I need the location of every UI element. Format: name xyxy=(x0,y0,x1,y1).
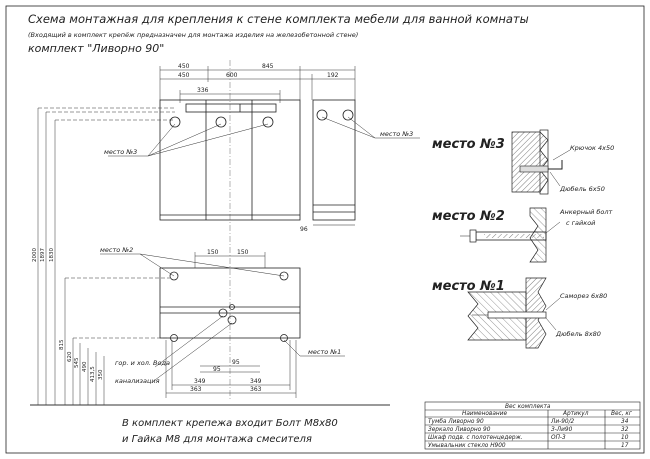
dim-96: 96 xyxy=(300,226,308,233)
detail1-drawing xyxy=(467,277,547,349)
dim-363-left: 363 xyxy=(190,386,202,393)
dim-v-815: 815 xyxy=(59,339,65,350)
dim-v-620: 620 xyxy=(67,351,73,362)
table-row-2-article: З-Ли90 xyxy=(551,427,573,433)
detail3-hook: Крючок 4x50 xyxy=(570,144,614,152)
label-place1: место №1 xyxy=(308,348,341,356)
detail2-title: место №2 xyxy=(432,209,505,224)
dim-150-left: 150 xyxy=(207,249,219,256)
table-header-article: Артикул xyxy=(562,411,589,417)
table-row-3-article: ОП-3 xyxy=(551,435,566,441)
dim-v-1897: 1897 xyxy=(40,248,46,262)
dim-95-a: 95 xyxy=(232,359,240,366)
drawing-subtitle: (Входящий в комплект крепёж предназначен… xyxy=(28,31,359,39)
dim-v-2000: 2000 xyxy=(32,248,38,262)
dim-150-right: 150 xyxy=(237,249,249,256)
detail3-drawing xyxy=(511,129,563,195)
table-row-4-weight: 17 xyxy=(621,443,629,449)
vanity-dimension-lines xyxy=(165,252,297,398)
dim-v-413-5: 413,5 xyxy=(90,366,96,382)
table-title: Вес комплекта xyxy=(505,404,551,410)
dim-v-490: 490 xyxy=(82,361,88,372)
dim-349-left: 349 xyxy=(194,378,206,385)
detail2-drawing xyxy=(460,207,547,263)
detail2-nut: с гайкой xyxy=(566,219,595,227)
dim-450-top: 450 xyxy=(178,63,190,70)
dim-95-b: 95 xyxy=(213,366,221,373)
leader-lines xyxy=(100,116,420,381)
label-place3-right: место №3 xyxy=(380,130,413,138)
table-row-2-weight: 32 xyxy=(621,427,629,433)
label-water: гор. и хол. Вода xyxy=(115,359,170,367)
table-row-1-weight: 34 xyxy=(621,419,629,425)
detail1-dowel: Дюбель 8x80 xyxy=(555,330,601,338)
table-row-3-name: Шкаф подв. с полотенцедерж. xyxy=(428,435,523,441)
dim-349-right: 349 xyxy=(250,378,262,385)
table-row-2-name: Зеркало Ливорно 90 xyxy=(428,427,491,433)
drawing-title: Схема монтажная для крепления к стене ко… xyxy=(28,12,529,26)
dim-600: 600 xyxy=(226,72,238,79)
label-place2: место №2 xyxy=(100,246,133,254)
table-row-1-article: Ли-90/2 xyxy=(550,419,575,425)
table-row-1-name: Тумба Ливорно 90 xyxy=(428,419,484,425)
weight-table-grid xyxy=(424,401,641,450)
label-place3-left: место №3 xyxy=(104,148,137,156)
dim-192: 192 xyxy=(327,72,339,79)
table-row-3-weight: 10 xyxy=(621,435,629,441)
dim-450-second: 450 xyxy=(178,72,190,79)
table-header-name: Наименование xyxy=(462,411,507,417)
sheet-frame xyxy=(5,5,645,454)
dim-v-350: 350 xyxy=(98,369,104,380)
dim-363-right: 363 xyxy=(250,386,262,393)
detail3-dowel: Дюбель 6x50 xyxy=(559,185,605,193)
label-sewer: канализация xyxy=(115,377,160,385)
table-header-weight: Вес, кг xyxy=(611,411,633,417)
set-name: комплект "Ливорно 90" xyxy=(28,42,165,55)
kit-note-line2: и Гайка М8 для монтажа смесителя xyxy=(122,434,312,445)
detail1-title: место №1 xyxy=(432,279,505,294)
vertical-dimension-lines xyxy=(30,107,390,406)
dim-336: 336 xyxy=(197,87,209,94)
dim-845: 845 xyxy=(262,63,274,70)
dim-v-1830: 1830 xyxy=(49,248,55,262)
dim-v-545: 545 xyxy=(74,357,80,368)
kit-note-line1: В комплект крепежа входит Болт М8x80 xyxy=(122,418,338,429)
table-row-4-name: Умывальник стекло Н900 xyxy=(428,443,506,449)
mirror-cabinet-side xyxy=(312,99,356,226)
detail2-bolt: Анкерный болт xyxy=(559,208,613,216)
detail3-title: место №3 xyxy=(432,137,505,152)
detail1-screw: Саморез 6x80 xyxy=(560,292,607,300)
